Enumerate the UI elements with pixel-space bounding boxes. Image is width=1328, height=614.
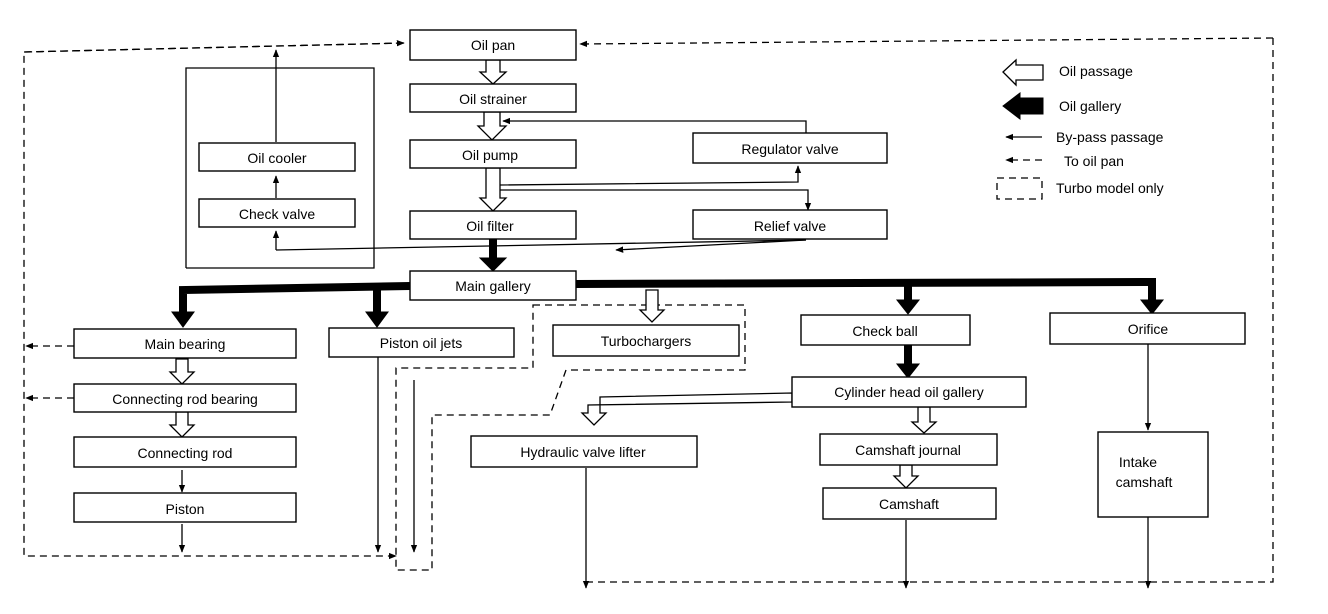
- camshaft-journal-box: Camshaft journal: [819, 433, 998, 466]
- orifice-label: Orifice: [1128, 321, 1169, 337]
- connecting-rod-bearing-box: Connecting rod bearing: [73, 383, 297, 413]
- legend-turbo-model-only: Turbo model only: [1056, 180, 1164, 196]
- legend-oil-passage: Oil passage: [1059, 63, 1133, 79]
- turbo-model-only-lines: [395, 304, 746, 571]
- oil-cooler-loop: [185, 49, 807, 269]
- relief-valve-box: Relief valve: [692, 209, 888, 240]
- intake-camshaft-label-line1: Intake: [1119, 454, 1157, 470]
- main-gallery-label: Main gallery: [455, 278, 530, 294]
- hydraulic-valve-lifter-label: Hydraulic valve lifter: [520, 444, 646, 460]
- check-valve-box: Check valve: [198, 198, 356, 228]
- piston-label: Piston: [166, 501, 205, 517]
- piston-oil-jets-box: Piston oil jets: [328, 327, 515, 358]
- downstream-lines: [178, 344, 1152, 589]
- oil-passage-arrows: [168, 59, 938, 489]
- connecting-rod-label: Connecting rod: [138, 445, 233, 461]
- legend-oil-gallery: Oil gallery: [1059, 98, 1121, 114]
- return-to-oil-pan-lines: [23, 37, 1274, 583]
- oil-filter-label: Oil filter: [466, 218, 514, 234]
- oil-strainer-box: Oil strainer: [409, 83, 577, 113]
- cylinder-head-oil-gallery-label: Cylinder head oil gallery: [834, 384, 983, 400]
- relief-valve-label: Relief valve: [754, 218, 827, 234]
- turbo-model-only-symbol: [996, 177, 1043, 200]
- cylinder-head-oil-gallery-box: Cylinder head oil gallery: [791, 376, 1027, 408]
- hydraulic-valve-lifter-box: Hydraulic valve lifter: [470, 435, 698, 468]
- oil-gallery-symbol: [1002, 91, 1044, 121]
- oil-passage-symbol: [1002, 58, 1044, 87]
- main-bearing-label: Main bearing: [145, 336, 226, 352]
- regulator-valve-label: Regulator valve: [741, 141, 838, 157]
- oil-pan-label: Oil pan: [471, 37, 515, 53]
- legend: Oil passage Oil gallery By-pass passage …: [996, 58, 1164, 200]
- piston-box: Piston: [73, 492, 297, 523]
- main-gallery-box: Main gallery: [409, 270, 577, 301]
- oil-pan-box: Oil pan: [409, 29, 577, 61]
- turbochargers-label: Turbochargers: [601, 333, 692, 349]
- oil-cooler-label: Oil cooler: [247, 150, 306, 166]
- intake-camshaft-label-line2: camshaft: [1116, 474, 1173, 490]
- camshaft-journal-label: Camshaft journal: [855, 442, 961, 458]
- piston-oil-jets-label: Piston oil jets: [380, 335, 462, 351]
- connecting-rod-bearing-label: Connecting rod bearing: [112, 391, 258, 407]
- legend-bypass-passage: By-pass passage: [1056, 129, 1164, 145]
- orifice-box: Orifice: [1049, 312, 1246, 345]
- camshaft-box: Camshaft: [822, 487, 997, 520]
- check-ball-label: Check ball: [852, 323, 917, 339]
- oil-strainer-label: Oil strainer: [459, 91, 527, 107]
- camshaft-label: Camshaft: [879, 496, 939, 512]
- main-gallery-lines: [171, 238, 1165, 379]
- check-valve-label: Check valve: [239, 206, 315, 222]
- oil-pump-box: Oil pump: [409, 139, 577, 169]
- oil-filter-box: Oil filter: [409, 210, 577, 240]
- oil-pump-label: Oil pump: [462, 147, 518, 163]
- main-bearing-box: Main bearing: [73, 328, 297, 359]
- turbochargers-box: Turbochargers: [552, 324, 740, 357]
- regulator-valve-box: Regulator valve: [692, 132, 888, 164]
- oil-cooler-box: Oil cooler: [198, 142, 356, 172]
- connecting-rod-box: Connecting rod: [73, 436, 297, 468]
- check-ball-box: Check ball: [800, 314, 971, 346]
- intake-camshaft-box: Intake camshaft: [1097, 431, 1209, 518]
- legend-to-oil-pan: To oil pan: [1064, 153, 1124, 169]
